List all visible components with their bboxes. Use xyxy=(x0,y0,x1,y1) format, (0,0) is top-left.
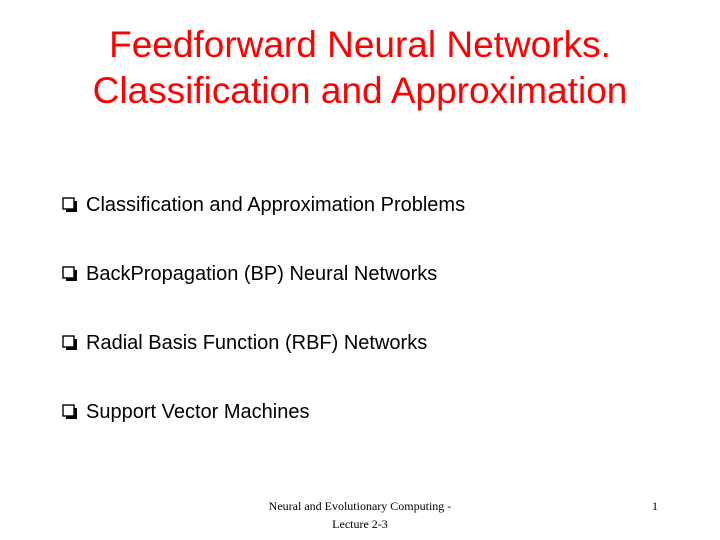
bullet-text: BackPropagation (BP) Neural Networks xyxy=(86,263,438,285)
checkbox-square-icon xyxy=(62,266,77,281)
bullet-item: Support Vector Machines xyxy=(62,397,465,466)
bullet-item: Radial Basis Function (RBF) Networks xyxy=(62,328,465,397)
slide-title-line-2: Classification and Approximation xyxy=(92,70,628,111)
footer-line-1: Neural and Evolutionary Computing - xyxy=(268,499,452,513)
bullet-list: Classification and Approximation Problem… xyxy=(62,190,465,466)
checkbox-square-icon xyxy=(62,404,77,419)
slide-title: Feedforward Neural Networks. Classificat… xyxy=(0,22,720,114)
bullet-text: Support Vector Machines xyxy=(86,401,310,423)
checkbox-square-icon xyxy=(62,197,77,212)
footer-text: Neural and Evolutionary Computing - Lect… xyxy=(230,497,490,533)
bullet-item: Classification and Approximation Problem… xyxy=(62,190,465,259)
bullet-text: Classification and Approximation Problem… xyxy=(86,194,466,216)
footer-line-2: Lecture 2-3 xyxy=(332,517,388,531)
checkbox-square-icon xyxy=(62,335,77,350)
slide-title-line-1: Feedforward Neural Networks. xyxy=(109,24,611,65)
bullet-item: BackPropagation (BP) Neural Networks xyxy=(62,259,465,328)
bullet-text: Radial Basis Function (RBF) Networks xyxy=(86,332,428,354)
page-number: 1 xyxy=(652,499,658,513)
